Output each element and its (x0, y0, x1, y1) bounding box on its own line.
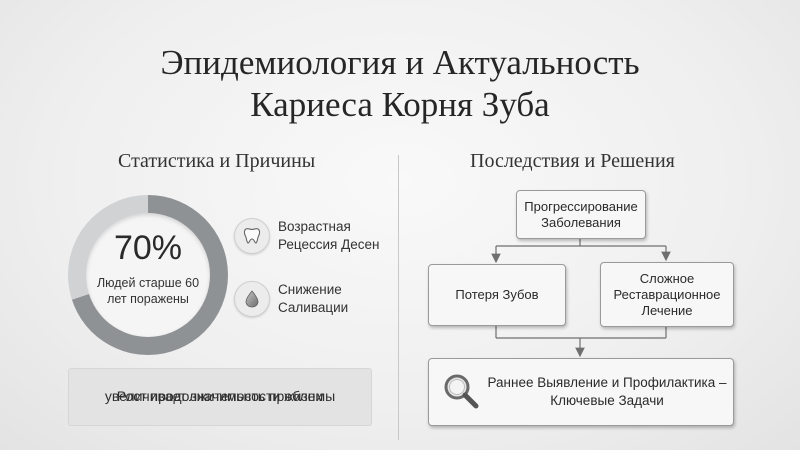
box-early-detection: Раннее Выявление и Профилактика – Ключев… (428, 358, 734, 426)
box-restorative-treatment: Сложное Реставрационное Лечение (600, 262, 734, 327)
stat-donut: 70% Людей старше 60 лет поражены (68, 195, 228, 355)
box-right-line-3: Лечение (641, 302, 693, 318)
title-line-2: Кариеса Корня Зуба (250, 85, 550, 124)
stat-label-line-2: лет поражены (107, 292, 189, 306)
box-left-line-1: Потеря Зубов (455, 287, 539, 302)
banner-text: Рост продолжительности жизни увеличивает… (69, 378, 371, 404)
box-bottom-line-1: Раннее Выявление и Профилактика – (487, 375, 727, 390)
stat-label: Людей старше 60 лет поражены (86, 275, 210, 307)
box-bottom-text: Раннее Выявление и Профилактика – Ключев… (487, 374, 727, 410)
life-expectancy-banner: Рост продолжительности жизни увеличивает… (68, 368, 372, 426)
title-line-1: Эпидемиология и Актуальность (160, 43, 640, 82)
box-bottom-line-2: Ключевые Задачи (550, 393, 664, 408)
banner-line-2: увеличивает значимость проблемы (104, 388, 336, 404)
box-tooth-loss: Потеря Зубов (428, 264, 566, 326)
banner-line-1: Рост продолжительности жизни (116, 388, 324, 404)
left-section-heading: Статистика и Причины (118, 150, 316, 172)
drop-icon (234, 281, 270, 317)
cause-reduced-salivation: Снижение Саливации (278, 281, 348, 317)
cause-gum-recession: Возрастная Рецессия Десен (278, 218, 379, 254)
box-right-line-2: Реставрационное (613, 286, 721, 302)
stat-label-line-1: Людей старше 60 (96, 276, 200, 290)
box-right-line-1: Сложное (639, 270, 695, 286)
stat-donut-center: 70% Людей старше 60 лет поражены (86, 213, 210, 337)
box-disease-progression: Прогрессирование Заболевания (516, 190, 646, 239)
cause-2-line-1: Снижение (278, 282, 342, 297)
cause-1-line-2: Рецессия Десен (278, 237, 380, 252)
section-divider (398, 155, 399, 440)
tooth-icon (234, 218, 270, 254)
right-section-heading: Последствия и Решения (470, 150, 675, 172)
stat-value: 70% (113, 229, 183, 267)
box-top-line-2: Заболевания (541, 214, 621, 230)
cause-2-line-2: Саливации (278, 300, 349, 315)
magnifier-icon (444, 374, 479, 409)
box-top-line-1: Прогрессирование (524, 198, 638, 214)
cause-1-line-1: Возрастная (278, 219, 351, 234)
